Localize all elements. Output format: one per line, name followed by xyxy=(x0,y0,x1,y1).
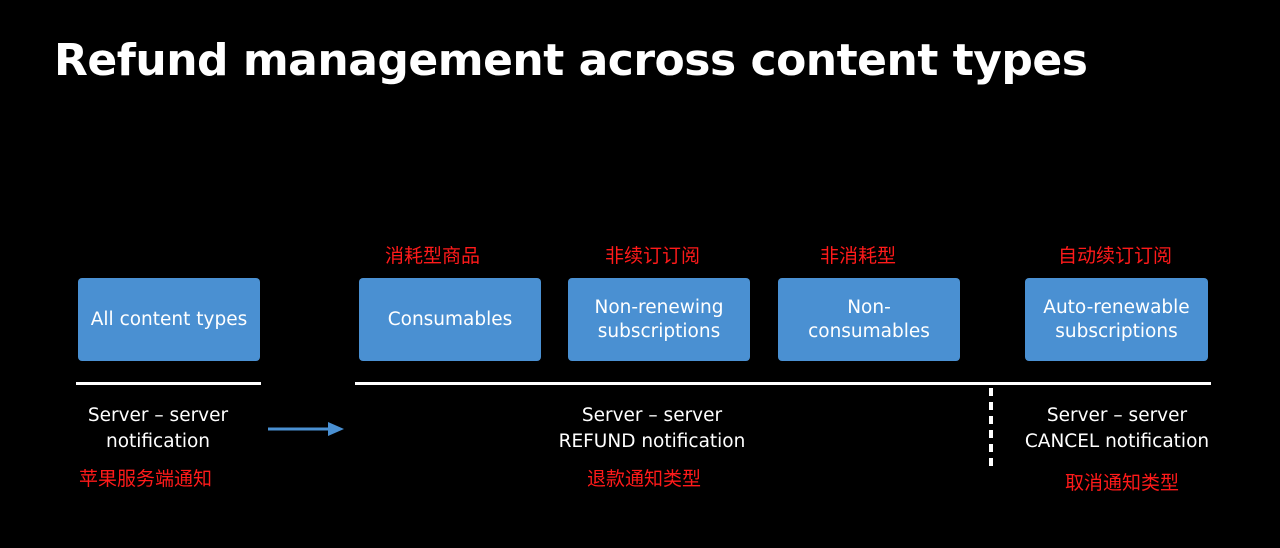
cn-label-consumables: 消耗型商品 xyxy=(385,245,481,267)
divider-line-left xyxy=(76,382,261,385)
dashed-separator xyxy=(989,388,993,472)
box-non-consumables: Non- consumables xyxy=(778,278,960,361)
box-non-renewing-subscriptions: Non-renewing subscriptions xyxy=(568,278,750,361)
note-server-notification: Server – server notification xyxy=(87,405,229,452)
box-auto-renewable-subscriptions: Auto-renewable subscriptions xyxy=(1025,278,1208,361)
cn-label-auto-renewable: 自动续订订阅 xyxy=(1058,245,1173,267)
cn-label-non-renewing: 非续订订阅 xyxy=(605,245,701,267)
cn-label-server-notification: 苹果服务端通知 xyxy=(79,468,213,490)
box-consumables: Consumables xyxy=(359,278,541,361)
note-refund-notification: Server – server REFUND notification xyxy=(558,405,746,452)
cn-label-non-consumables: 非消耗型 xyxy=(820,245,897,267)
cn-label-cancel-type: 取消通知类型 xyxy=(1065,472,1180,494)
divider-line-right xyxy=(355,382,1211,385)
arrow-right-icon xyxy=(268,422,344,436)
note-cancel-notification: Server – server CANCEL notification xyxy=(1024,405,1210,452)
cn-label-refund-type: 退款通知类型 xyxy=(587,468,702,490)
slide-title: Refund management across content types xyxy=(54,35,1088,86)
box-all-content-types: All content types xyxy=(78,278,260,361)
